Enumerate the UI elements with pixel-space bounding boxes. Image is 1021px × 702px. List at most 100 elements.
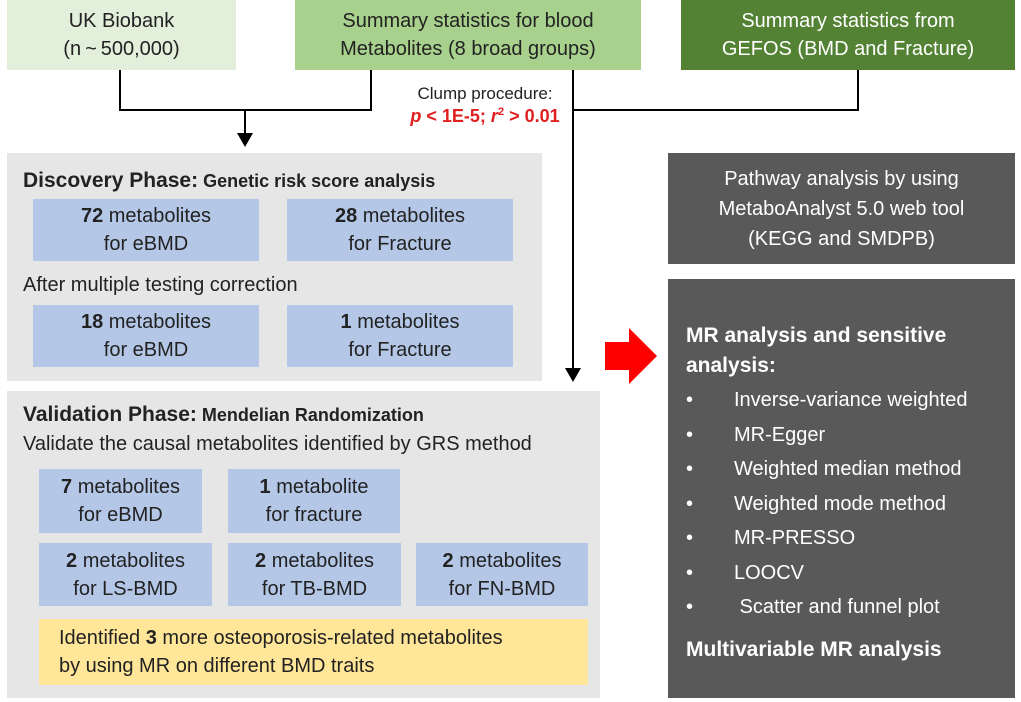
gefos-line1: Summary statistics from — [741, 10, 955, 32]
metabolite-word: metabolite — [270, 476, 369, 498]
clump-p-rest: < 1E-5; — [421, 106, 491, 126]
identified-metabolites-box: Identified 3 more osteoporosis-related m… — [39, 619, 588, 685]
clump-r-rest: > 0.01 — [504, 106, 560, 126]
list-item: • Weighted mode method — [686, 487, 1015, 522]
metabolite-target: for fracture — [265, 504, 363, 526]
metabolite-count-line: 18 metabolites — [81, 308, 211, 336]
metabolite-count-line: 1 metabolites — [341, 308, 460, 336]
clump-procedure-note: Clump procedure: p < 1E-5; r2 > 0.01 — [395, 84, 575, 127]
validation-phase-title: Validation Phase: — [23, 403, 197, 426]
uk-biobank-count: (n ~ 500,000) — [63, 38, 180, 60]
gefos-line2: GEFOS (BMD and Fracture) — [721, 38, 975, 60]
metabolite-count: 1 — [340, 311, 352, 333]
identified-line1: Identified 3 more osteoporosis-related m… — [59, 624, 588, 652]
arrowhead-to-discovery — [237, 133, 253, 147]
validation-phase-panel: Validation Phase: Mendelian Randomizatio… — [7, 391, 600, 698]
validation-ebmd-box: 7 metabolites for eBMD — [39, 469, 202, 533]
connector-metab-right-down — [572, 70, 574, 370]
discovery-phase-subtitle: Genetic risk score analysis — [198, 171, 436, 191]
validation-description: Validate the causal metabolites identifi… — [23, 433, 532, 455]
mr-method-label: Inverse-variance weighted — [734, 389, 968, 411]
connector-metab-left-down — [370, 70, 372, 110]
metabolite-target: for FN-BMD — [448, 577, 556, 600]
identified-line2: by using MR on different BMD traits — [59, 655, 375, 677]
metabolite-word: metabolites — [77, 549, 185, 572]
list-item: • Weighted median method — [686, 452, 1015, 487]
metabolite-count: 72 — [80, 205, 104, 227]
list-item: • MR-PRESSO — [686, 521, 1015, 556]
metabolite-word: metabolites — [357, 205, 466, 227]
metabolite-count-line: 1 metabolite — [260, 473, 369, 501]
bullet-icon: • — [686, 492, 694, 515]
discovery-phase-heading: Discovery Phase: Genetic risk score anal… — [23, 169, 435, 193]
blood-metabolites-line2: Metabolites (8 broad groups) — [340, 38, 596, 60]
metabolite-count: 28 — [334, 205, 358, 227]
clump-label: Clump procedure: — [417, 84, 553, 103]
metabolite-word: metabolites — [453, 549, 562, 572]
mr-method-label: MR-Egger — [734, 423, 826, 446]
metabolite-target: for eBMD — [103, 339, 189, 361]
bullet-icon: • — [686, 596, 694, 618]
metabolite-count-line: 2 metabolites — [66, 547, 185, 575]
connector-uk-down — [119, 70, 121, 110]
metabolite-count: 2 — [442, 549, 454, 572]
connector-gefos-down — [857, 70, 859, 110]
validation-phase-subtitle: Mendelian Randomization — [196, 405, 424, 425]
corrected-fracture-box: 1 metabolites for Fracture — [287, 305, 513, 367]
blood-metabolites-box: Summary statistics for blood Metabolites… — [295, 0, 641, 70]
pathway-line3: (KEGG and SMDPB) — [748, 227, 935, 250]
arrowhead-to-validation — [565, 368, 581, 382]
metabolite-target: for eBMD — [103, 233, 189, 255]
mr-method-label: Weighted mode method — [734, 492, 946, 515]
mr-method-label: MR-PRESSO — [734, 527, 856, 549]
multiple-testing-text: After multiple testing correction — [23, 274, 298, 296]
validation-fn-bmd-box: 2 metabolites for FN-BMD — [416, 543, 588, 606]
multivariable-mr-label: Multivariable MR analysis — [686, 637, 942, 661]
discovery-fracture-box: 28 metabolites for Fracture — [287, 199, 513, 261]
connector-right-horizontal — [572, 109, 859, 111]
discovery-phase-panel: Discovery Phase: Genetic risk score anal… — [7, 153, 542, 381]
pathway-line2: MetaboAnalyst 5.0 web tool — [718, 197, 965, 220]
mr-analysis-box: MR analysis and sensitive analysis: •Inv… — [668, 279, 1015, 698]
metabolite-target: for TB-BMD — [261, 577, 368, 600]
pathway-analysis-box: Pathway analysis by using MetaboAnalyst … — [668, 153, 1015, 264]
bullet-icon: • — [686, 527, 694, 549]
mr-title-line2: analysis: — [686, 354, 776, 377]
mr-method-label: Scatter and funnel plot — [734, 596, 940, 618]
pathway-line1: Pathway analysis by using — [724, 167, 959, 190]
metabolite-word: metabolites — [72, 476, 180, 498]
identified-pre: Identified — [59, 627, 146, 649]
metabolite-word: metabolites — [351, 311, 460, 333]
metabolite-count-line: 7 metabolites — [61, 473, 180, 501]
discovery-ebmd-box: 72 metabolites for eBMD — [33, 199, 259, 261]
mr-method-label: Weighted median method — [734, 458, 962, 480]
metabolite-target: for eBMD — [78, 504, 163, 526]
list-item: •MR-Egger — [686, 418, 1015, 453]
metabolite-target: for Fracture — [348, 339, 452, 361]
uk-biobank-box: UK Biobank (n ~ 500,000) — [7, 0, 236, 70]
metabolite-count: 7 — [61, 476, 73, 498]
metabolite-count: 2 — [66, 549, 78, 572]
gefos-box: Summary statistics from GEFOS (BMD and F… — [681, 0, 1015, 70]
clump-r-superscript: 2 — [497, 106, 505, 118]
list-item: •Inverse-variance weighted — [686, 383, 1015, 418]
connector-left-to-discovery — [244, 109, 246, 135]
corrected-ebmd-box: 18 metabolites for eBMD — [33, 305, 259, 367]
metabolite-target: for Fracture — [348, 233, 452, 255]
metabolite-count-line: 2 metabolites — [443, 547, 562, 575]
metabolite-count-line: 72 metabolites — [81, 202, 211, 230]
metabolite-count: 18 — [80, 311, 104, 333]
metabolite-count: 2 — [255, 549, 267, 572]
bullet-icon: • — [686, 561, 694, 584]
clump-p-symbol: p — [410, 106, 422, 126]
mr-method-label: LOOCV — [734, 561, 805, 584]
bullet-icon: • — [686, 458, 694, 480]
validation-ls-bmd-box: 2 metabolites for LS-BMD — [39, 543, 212, 606]
red-arrow-icon — [605, 328, 657, 384]
identified-post: more osteoporosis-related metabolites — [156, 627, 503, 649]
uk-biobank-title: UK Biobank — [68, 10, 175, 32]
discovery-phase-title: Discovery Phase: — [23, 169, 199, 192]
identified-count: 3 — [145, 627, 157, 649]
validation-fracture-box: 1 metabolite for fracture — [228, 469, 400, 533]
metabolite-word: metabolites — [103, 205, 212, 227]
